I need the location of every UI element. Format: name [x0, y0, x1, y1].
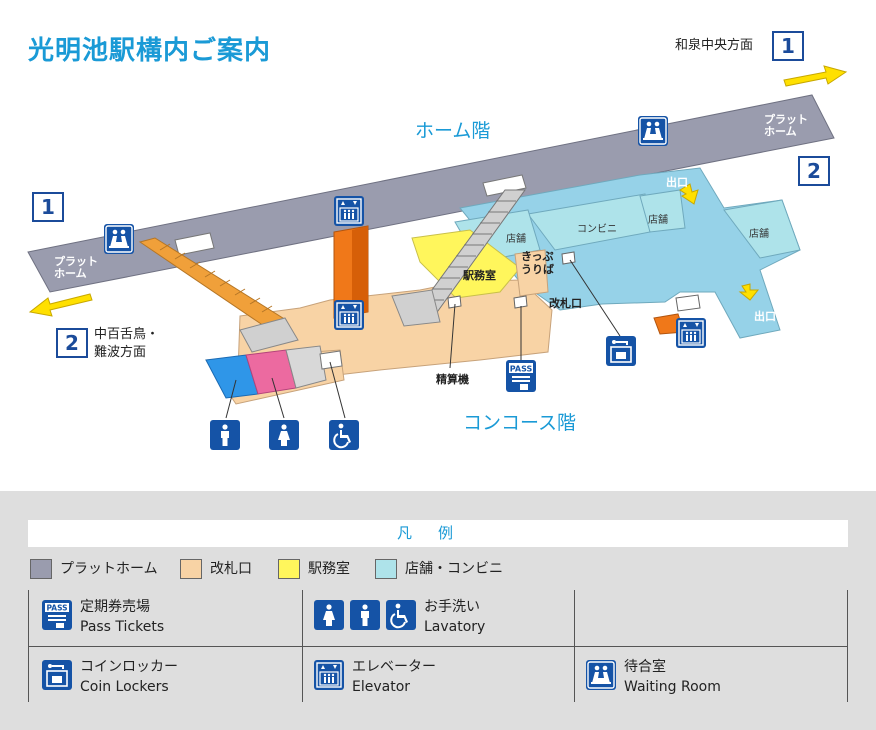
- platform-label-left-2: ホーム: [54, 267, 87, 280]
- platform-number-right: 2: [798, 156, 830, 186]
- legend-pass-jp: 定期券売場: [80, 599, 150, 615]
- direction-izumi-label: 和泉中央方面: [675, 38, 754, 53]
- leader-lines: [225, 259, 621, 419]
- wheelchair-icon: [386, 600, 416, 630]
- svg-text:PASS: PASS: [46, 604, 67, 613]
- toilet-box: [319, 350, 343, 370]
- home-floor-label: ホーム階: [415, 120, 491, 142]
- swatch-gate: [180, 559, 202, 579]
- stair-landing: [391, 289, 441, 327]
- platform-label-left-1: プラット: [54, 255, 98, 268]
- concourse-floor-label: コンコース階: [463, 412, 577, 434]
- swatch-platform-label: プラットホーム: [60, 561, 158, 577]
- ticket-machine-box: [561, 251, 576, 265]
- convenience-label: コンビニ: [577, 224, 617, 235]
- legend-elevator-en: Elevator: [352, 679, 411, 695]
- men-icon: [210, 420, 240, 450]
- direction-izumi-num: 1: [772, 31, 804, 61]
- escalator-steps: [159, 243, 273, 313]
- kippu-label-2: うりば: [521, 263, 554, 276]
- direction-arrow-left: [28, 293, 93, 317]
- svg-text:PASS: PASS: [510, 365, 533, 374]
- elevator-shaft-main-side: [352, 226, 368, 315]
- coin-locker-icon: [42, 660, 72, 690]
- swatch-shop-label: 店舗・コンビニ: [405, 561, 503, 577]
- station-map: [27, 65, 848, 419]
- platform-label-right-1: プラット: [764, 113, 808, 126]
- escalator-landing: [239, 317, 299, 353]
- gate-box: [675, 294, 701, 312]
- pass-box: [513, 295, 528, 309]
- pass-ticket-icon: PASS: [42, 600, 72, 630]
- kippu-label-1: きっぷ: [521, 250, 554, 263]
- elevator-icon: [334, 196, 364, 226]
- shop-mid: [639, 189, 686, 233]
- women-icon: [314, 600, 344, 630]
- pass-ticket-icon: PASS: [506, 360, 536, 392]
- direction-namba-num: 2: [56, 328, 88, 358]
- legend-locker-en: Coin Lockers: [80, 679, 169, 695]
- legend-divider: [28, 646, 848, 647]
- waiting-room-icon: [104, 224, 134, 254]
- waiting-room-icon: [638, 116, 668, 146]
- platform-label-right-2: ホーム: [764, 125, 797, 138]
- exit-label-bottom: 出口: [754, 310, 776, 323]
- exit-arrows: [679, 183, 760, 301]
- exit-arrow-bottom: [738, 283, 760, 301]
- legend-locker-jp: コインロッカー: [80, 659, 178, 675]
- wheelchair-icon: [329, 420, 359, 450]
- legend-waiting-en: Waiting Room: [624, 679, 721, 695]
- legend-lavatory-en: Lavatory: [424, 619, 486, 635]
- swatch-gate-label: 改札口: [210, 561, 252, 577]
- shop-label-3: 店舗: [749, 229, 769, 240]
- elevator-icon: [334, 300, 364, 330]
- fare-machine-box: [447, 295, 462, 309]
- swatch-shop: [375, 559, 397, 579]
- legend-heading: 凡例: [28, 520, 848, 547]
- page-title: 光明池駅構内ご案内: [28, 36, 272, 66]
- shop-area: [459, 167, 801, 339]
- women-icon: [269, 420, 299, 450]
- station-office-label: 駅務室: [463, 269, 496, 282]
- fare-adjust-label: 精算機: [436, 373, 469, 386]
- exit-label-top: 出口: [666, 176, 688, 189]
- gate-label: 改札口: [549, 297, 582, 310]
- shop-label-2: 店舗: [648, 215, 668, 226]
- coin-locker-icon: [606, 336, 636, 366]
- legend-pass-en: Pass Tickets: [80, 619, 165, 635]
- swatch-office-label: 駅務室: [308, 561, 350, 577]
- platform-floor: [27, 94, 835, 293]
- legend-waiting-jp: 待合室: [624, 659, 666, 675]
- direction-namba-line2: 難波方面: [94, 345, 147, 360]
- men-icon: [350, 600, 380, 630]
- elevator-icon: [314, 660, 344, 690]
- direction-arrow-right: [783, 65, 848, 87]
- swatch-office: [278, 559, 300, 579]
- platform-stair-top: [482, 174, 527, 197]
- ticket-area: [514, 249, 549, 297]
- legend-lavatory-jp: お手洗い: [424, 599, 480, 615]
- waiting-room-icon: [586, 660, 616, 690]
- platform-box-left: [174, 232, 215, 256]
- swatch-platform: [30, 559, 52, 579]
- elevator-icon: [676, 318, 706, 348]
- shop-right: [723, 199, 801, 259]
- exit-arrow-top: [679, 183, 699, 205]
- accessible-toilet: [285, 345, 327, 389]
- direction-namba-line1: 中百舌鳥・: [94, 327, 160, 342]
- legend-elevator-jp: エレベーター: [352, 659, 436, 675]
- shop-label-1: 店舗: [506, 234, 526, 245]
- platform-number-left: 1: [32, 192, 64, 222]
